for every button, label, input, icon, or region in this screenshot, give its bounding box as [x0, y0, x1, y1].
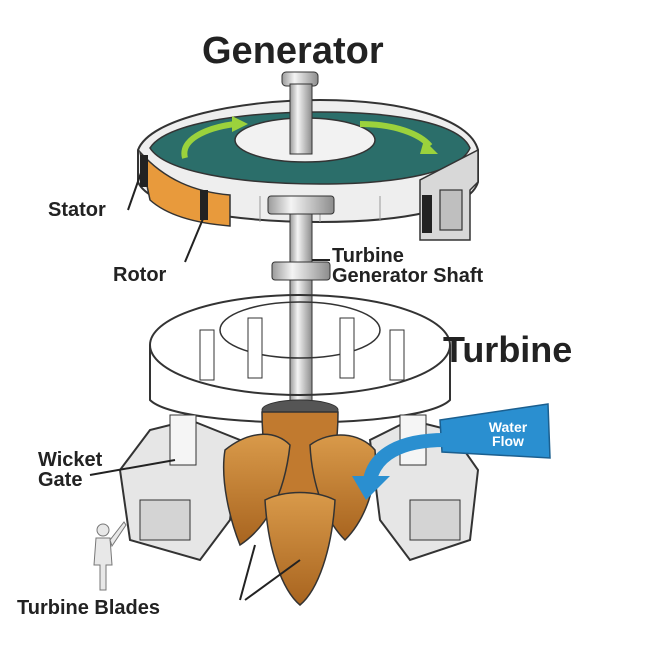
leader-lines: [89, 169, 330, 601]
turbine-runner: [222, 399, 377, 606]
stator-leader: [127, 169, 143, 211]
wicket-gate-leader: [89, 459, 176, 476]
stator-winding-right: [422, 195, 432, 233]
water-flow-arrowhead: [352, 476, 390, 500]
shaft-label: Turbine Generator Shaft: [332, 245, 484, 288]
stator-cutaway-panel: [439, 189, 463, 231]
casing-vane: [199, 329, 215, 381]
stator-winding-left-2: [200, 190, 208, 220]
rotation-arrow-right: [359, 121, 433, 149]
water-flow-arrow: [352, 403, 551, 500]
rotation-arrow-left: [181, 121, 236, 159]
casing-vane: [247, 317, 263, 379]
stator-label: Stator: [48, 199, 106, 221]
casing-vane: [389, 329, 405, 381]
blades-leader-1: [239, 544, 256, 601]
turbine-generator-shaft: [267, 71, 335, 411]
rotor-leader: [184, 213, 206, 263]
casing-vane: [339, 317, 355, 379]
rotation-arrow-right-head: [420, 140, 438, 154]
stator-winding-left: [140, 155, 148, 187]
shaft-middle: [289, 213, 313, 265]
generator-assembly: [137, 98, 479, 241]
shaft-coupling-upper: [267, 195, 335, 215]
rotor-label: Rotor: [113, 264, 167, 286]
rotation-arrow-left-head: [232, 116, 248, 132]
wicket-gate-block: [409, 499, 461, 541]
wicket-gate-block: [139, 499, 191, 541]
diagram-title: Generator: [202, 30, 384, 72]
turbine-blade: [264, 491, 336, 606]
shaft-coupling-lower: [271, 261, 331, 281]
blades-leader-2: [244, 559, 301, 601]
water-flow-curve: [363, 433, 446, 482]
turbine-label: Turbine: [443, 329, 573, 370]
person-scale-figure: [93, 521, 127, 591]
wicket-gate-blade: [169, 414, 197, 466]
water-flow-label: Water Flow: [488, 419, 528, 449]
shaft-upper: [289, 83, 313, 155]
turbine-blades-label: Turbine Blades: [17, 597, 160, 619]
shaft-lower: [289, 279, 313, 411]
turbine-inner-ring: [219, 301, 381, 359]
turbine-casing: [149, 294, 451, 424]
wicket-gate-label: Wicket Gate: [38, 449, 103, 492]
